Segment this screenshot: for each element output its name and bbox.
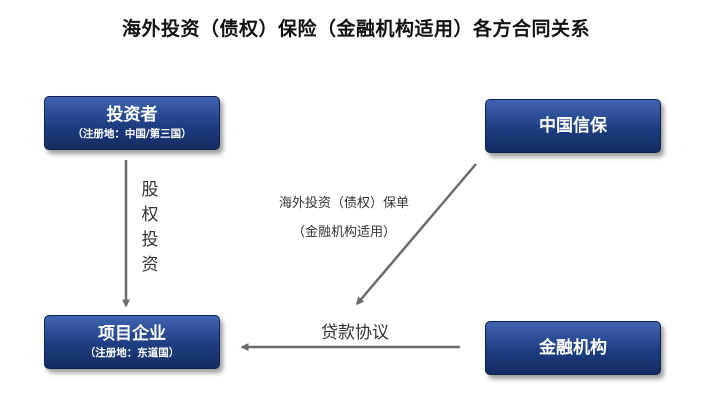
policy-label-line2: （金融机构适用） <box>291 225 396 240</box>
investor-node: 投资者 （注册地：中国/第三国） <box>44 96 220 150</box>
financial-institution-label: 金融机构 <box>539 338 607 358</box>
project-enterprise-label: 项目企业 <box>98 324 166 344</box>
policy-label: 海外投资（债权）保单 （金融机构适用） <box>250 189 438 247</box>
sinosure-label: 中国信保 <box>539 116 607 136</box>
loan-agreement-label: 贷款协议 <box>321 323 389 343</box>
project-enterprise-node: 项目企业 （注册地：东道国） <box>44 315 220 369</box>
project-enterprise-sublabel: （注册地：东道国） <box>84 347 180 359</box>
diagram-title: 海外投资（债权）保险（金融机构适用）各方合同关系 <box>121 18 590 40</box>
financial-institution-node: 金融机构 <box>485 321 661 375</box>
investor-sublabel: （注册地：中国/第三国） <box>72 128 192 140</box>
equity-investment-label: 股权投资 <box>141 180 159 275</box>
sinosure-node: 中国信保 <box>485 99 661 153</box>
investor-label: 投资者 <box>106 105 158 125</box>
policy-label-line1: 海外投资（债权）保单 <box>278 196 409 211</box>
policy-arrow <box>356 163 477 306</box>
